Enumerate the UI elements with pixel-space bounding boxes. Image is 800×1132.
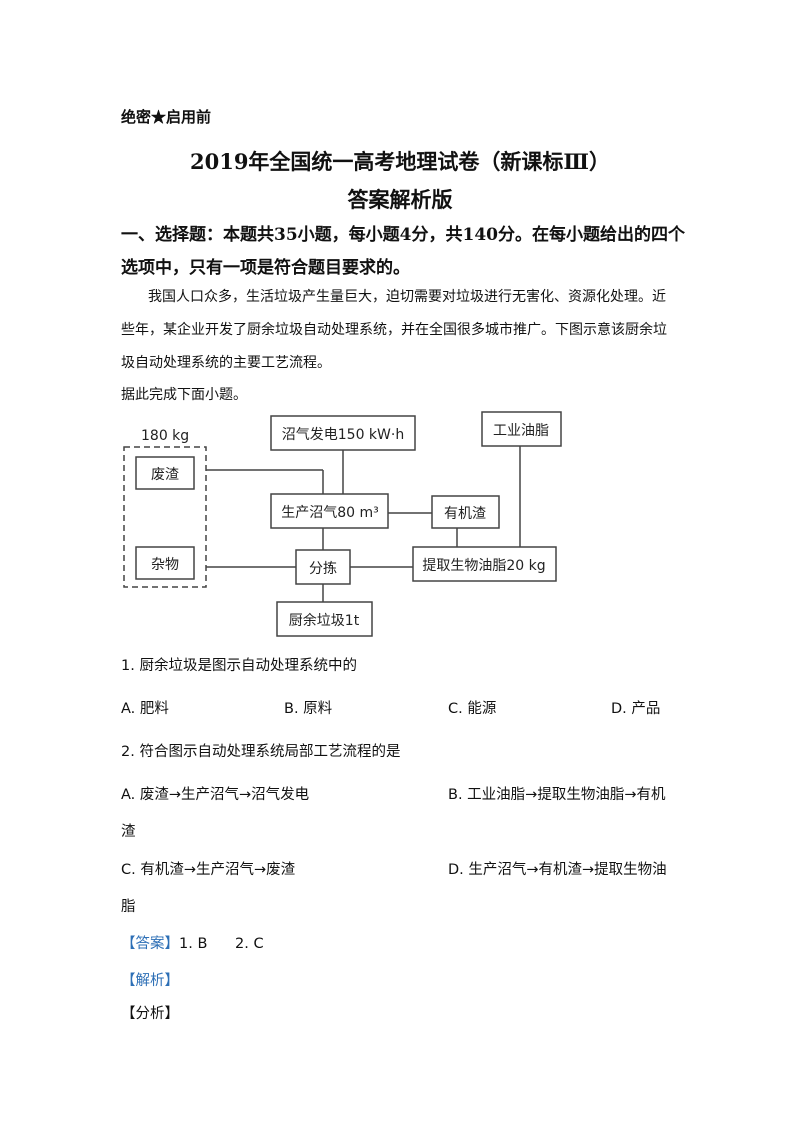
q1-option-c: C. 能源 — [448, 701, 497, 717]
label-residue: 废渣 — [151, 467, 179, 483]
answer-values: 1. B 2. C — [179, 936, 264, 952]
label-sundries: 杂物 — [151, 557, 179, 573]
question-2-stem: 2. 符合图示自动处理系统局部工艺流程的是 — [121, 744, 401, 760]
q1-option-d: D. 产品 — [611, 701, 661, 717]
answer-label: 【答案】 — [121, 936, 179, 952]
box-sorting — [295, 549, 351, 585]
analysis-sub-label: 【分析】 — [121, 1006, 179, 1022]
analysis-label: 【解析】 — [121, 973, 179, 989]
q2-option-b: B. 工业油脂→提取生物油脂→有机 — [448, 787, 666, 803]
label-organic-residue: 有机渣 — [444, 506, 486, 522]
q2-option-b-wrap: 渣 — [121, 824, 136, 840]
q2-option-d: D. 生产沼气→有机渣→提取生物油 — [448, 862, 667, 878]
page-subtitle: 答案解析版 — [347, 187, 453, 212]
label-kitchen-waste: 厨余垃圾1t — [289, 612, 360, 629]
box-kitchen-waste — [276, 601, 373, 637]
box-residue — [135, 456, 195, 490]
label-group-weight: 180 kg — [141, 428, 189, 444]
label-extract-oil: 提取生物油脂20 kg — [422, 558, 545, 574]
instruction: 据此完成下面小题。 — [121, 387, 247, 403]
box-biogas-power — [270, 415, 416, 451]
process-flow-diagram: 180 kg 废渣 杂物 沼气发电150 kW·h 生产沼气80 m³ 分拣 厨… — [123, 411, 562, 637]
box-biogas-production — [270, 493, 389, 529]
label-biogas-production: 生产沼气80 m³ — [281, 505, 379, 521]
box-organic-residue — [431, 495, 500, 529]
box-industrial-oil — [481, 411, 562, 447]
label-biogas-power: 沼气发电150 kW·h — [282, 427, 404, 443]
q2-option-a: A. 废渣→生产沼气→沼气发电 — [121, 787, 310, 803]
box-extract-oil — [412, 546, 557, 582]
section-heading-line2: 选项中，只有一项是符合题目要求的。 — [121, 258, 410, 278]
answer-line: 【答案】1. B 2. C — [121, 932, 264, 953]
q1-option-b: B. 原料 — [284, 701, 333, 717]
intro-line2: 些年，某企业开发了厨余垃圾自动处理系统，并在全国很多城市推广。下图示意该厨余垃 — [121, 322, 667, 338]
section-heading-line1: 一、选择题：本题共35小题，每小题4分，共140分。在每小题给出的四个 — [121, 225, 685, 245]
question-1-stem: 1. 厨余垃圾是图示自动处理系统中的 — [121, 658, 357, 674]
q2-option-c: C. 有机渣→生产沼气→废渣 — [121, 862, 296, 878]
intro-line3: 圾自动处理系统的主要工艺流程。 — [121, 355, 331, 371]
q2-option-d-wrap: 脂 — [121, 899, 136, 915]
intro-line1: 我国人口众多，生活垃圾产生量巨大，迫切需要对垃圾进行无害化、资源化处理。近 — [148, 289, 666, 305]
waste-group-dashed-box — [123, 446, 207, 588]
label-industrial-oil: 工业油脂 — [493, 423, 549, 439]
page-title: 2019年全国统一高考地理试卷（新课标Ⅲ） — [189, 149, 611, 174]
q1-option-a: A. 肥料 — [121, 701, 169, 717]
secret-label: 绝密★启用前 — [121, 108, 212, 126]
box-sundries — [135, 546, 195, 580]
label-sorting: 分拣 — [309, 561, 337, 577]
